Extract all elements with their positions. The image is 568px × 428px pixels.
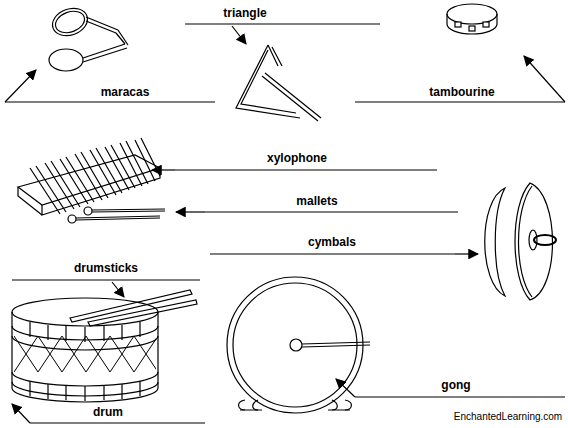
maracas-drawing [49,4,128,71]
tambourine-drawing [447,4,497,34]
label: mallets [296,194,337,208]
label: gong [441,378,470,392]
label: triangle [223,6,266,20]
xylophone-drawing [18,138,160,215]
drumsticks-drawing [70,290,197,326]
leader-lines [5,24,565,423]
label: xylophone [267,151,327,165]
credit: EnchantedLearning.com [454,411,562,423]
label: tambourine [429,85,494,99]
gong-drawing [227,277,370,413]
mallets-drawing [68,207,165,223]
drum-drawing [12,298,158,402]
label: drumsticks [74,261,138,275]
label: maracas [101,85,150,99]
cymbals-drawing [485,183,556,300]
triangle-drawing [236,45,321,121]
label: cymbals [308,235,356,249]
label: drum [93,405,123,419]
